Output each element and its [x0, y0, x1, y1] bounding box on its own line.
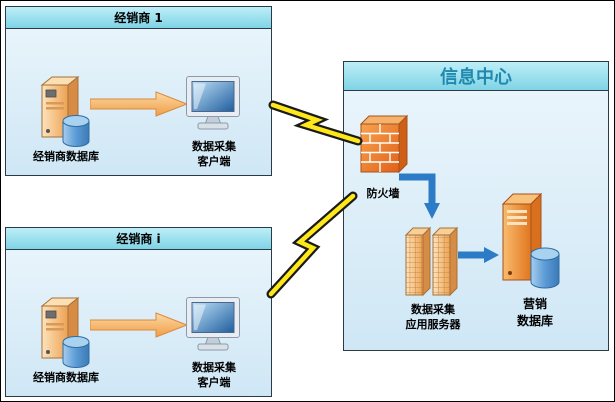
marketing-database-label: 营销 数据库: [516, 297, 553, 328]
firewall-icon: [359, 114, 409, 174]
marketing-database-icon: [501, 192, 560, 289]
flow-arrow-icon: [90, 312, 188, 338]
dealer-1-box: 经销商 1 经销商数据库 数据采集 客户端: [5, 6, 272, 176]
client-label: 数据采集 客户端: [192, 140, 236, 169]
info-center-box: 信息中心 防火墙: [343, 61, 609, 351]
info-center-title: 信息中心: [440, 67, 512, 88]
dealer-database-label: 经销商数据库: [33, 371, 99, 384]
server-database-icon: [40, 75, 90, 147]
dealer-1-header: 经销商 1: [5, 6, 272, 29]
app-server-label: 数据采集 应用服务器: [405, 303, 461, 332]
firewall-label: 防火墙: [366, 187, 400, 200]
client-monitor-icon: [186, 76, 240, 130]
server-database-icon: [40, 296, 90, 368]
flow-arrow-icon: [90, 91, 188, 117]
lightning-bolt-icon: [266, 191, 358, 299]
dealer-i-title: 经销商 i: [116, 232, 161, 246]
dealer-database-label: 经销商数据库: [33, 150, 99, 163]
dealer-i-header: 经销商 i: [5, 227, 272, 250]
dealer-1-title: 经销商 1: [114, 11, 163, 25]
app-servers-icon: [404, 226, 459, 297]
info-center-header: 信息中心: [343, 61, 609, 91]
dealer-i-box: 经销商 i 经销商数据库 数据采集 客户端: [5, 227, 272, 397]
client-monitor-icon: [186, 297, 240, 351]
client-label: 数据采集 客户端: [192, 361, 236, 390]
